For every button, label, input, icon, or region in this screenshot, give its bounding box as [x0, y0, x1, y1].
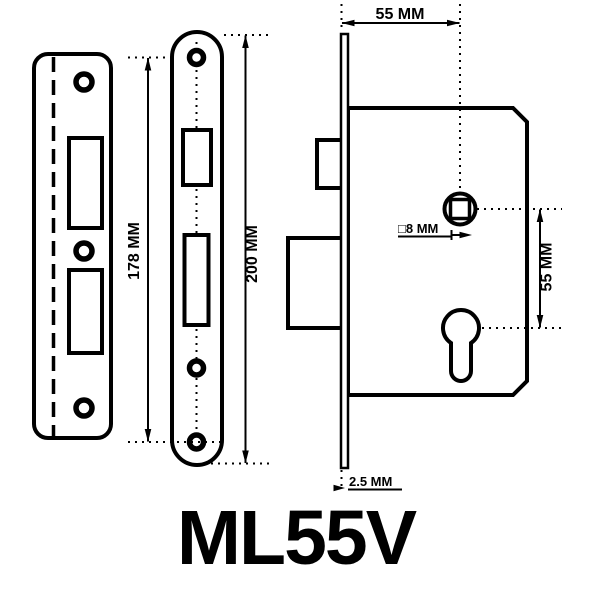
spindle-square-label: □8 MM [398, 221, 438, 236]
arrowhead-up-icon [144, 57, 152, 71]
latch-cutout [181, 128, 213, 187]
lock-case [346, 106, 529, 397]
screw-hole [73, 71, 95, 93]
model-label: ML55V [177, 495, 417, 581]
dimension-lock-centres: 55 MM [477, 208, 562, 329]
dimension-faceplate-length: 200 MM [211, 34, 272, 465]
lock-centres-label: 55 MM [539, 243, 556, 292]
latch-cutout [67, 136, 104, 230]
euro-cylinder-keyhole [441, 308, 481, 383]
strike-plate-outline [32, 52, 113, 440]
faceplate-view [170, 30, 224, 467]
deadbolt-cutout [67, 268, 104, 355]
faceplate-thickness-label: 2.5 MM [349, 474, 392, 489]
label-spindle-square: □8 MM [398, 221, 472, 240]
screw-hole [186, 358, 207, 378]
spindle-square-hole [448, 197, 472, 221]
arrowhead-right-icon [459, 231, 472, 239]
strike-plate-view [32, 52, 113, 440]
arrowhead-down-icon [536, 315, 544, 328]
screw-hole [186, 47, 207, 68]
arrowhead-up-icon [242, 35, 249, 48]
dead-bolt [286, 236, 346, 330]
dimension-fixing-hole-centres: 178 MM [126, 56, 226, 443]
arrowhead-right-icon [447, 19, 460, 27]
dimension-backset: 55 MM [340, 4, 461, 191]
arrowhead-up-icon [536, 209, 544, 222]
fixing-hole-centres-label: 178 MM [126, 222, 143, 280]
screw-hole [73, 397, 95, 419]
deadbolt-cutout [182, 233, 211, 327]
arrowhead-left-icon [341, 19, 355, 27]
lock-body-view [286, 32, 529, 470]
arrowhead-down-icon [144, 429, 152, 442]
forend-faceplate [339, 32, 350, 470]
label-faceplate-thickness: 2.5 MM [333, 470, 402, 492]
screw-hole [186, 432, 207, 452]
faceplate-length-label: 200 MM [244, 225, 261, 283]
arrowhead-right-icon [333, 484, 345, 492]
arrowhead-down-icon [242, 450, 249, 464]
backset-label: 55 MM [376, 6, 425, 23]
screw-hole [73, 240, 95, 262]
